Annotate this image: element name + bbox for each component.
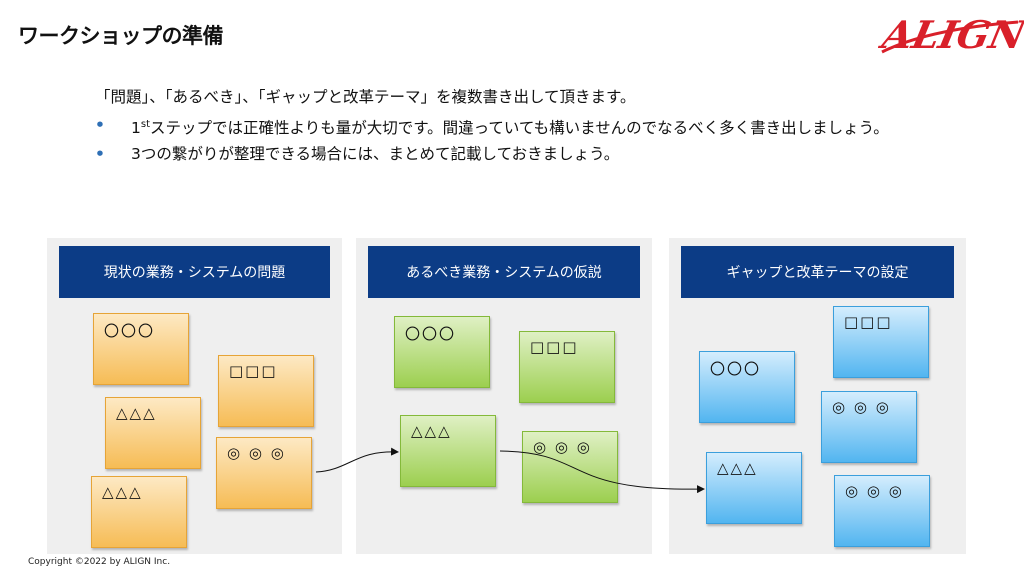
bullet-dot-icon: • (95, 116, 105, 134)
sticky-note[interactable]: 〇〇〇 (699, 351, 795, 423)
bullet-item: • 3つの繋がりが整理できる場合には、まとめて記載しておきましょう。 (95, 141, 889, 167)
sticky-note[interactable]: △△△ (706, 452, 802, 524)
sticky-note[interactable]: □□□ (833, 306, 929, 378)
sticky-note[interactable]: □□□ (218, 355, 314, 427)
align-logo: ALIGN (878, 13, 1024, 58)
bullet-item: • 1stステップでは正確性よりも量が大切です。間違っていても構いませんのでなる… (95, 112, 889, 141)
svg-text:ALIGN: ALIGN (878, 13, 1024, 58)
sticky-note[interactable]: ◎ ◎ ◎ (216, 437, 312, 509)
sticky-note[interactable]: △△△ (105, 397, 201, 469)
panel-header: あるべき業務・システムの仮説 (368, 246, 640, 298)
sticky-note[interactable]: 〇〇〇 (93, 313, 189, 385)
copyright-text: Copyright ©2022 by ALIGN Inc. (28, 557, 171, 567)
page-title: ワークショップの準備 (18, 24, 224, 48)
sticky-note[interactable]: □□□ (519, 331, 615, 403)
panel-header: 現状の業務・システムの問題 (59, 246, 330, 298)
sticky-note[interactable]: △△△ (91, 476, 187, 548)
intro-text: 「問題」、「あるべき」、「ギャップと改革テーマ」を複数書き出して頂きます。 (95, 88, 636, 106)
sticky-note[interactable]: 〇〇〇 (394, 316, 490, 388)
bullet-list: • 1stステップでは正確性よりも量が大切です。間違っていても構いませんのでなる… (95, 112, 889, 167)
sticky-note[interactable]: ◎ ◎ ◎ (821, 391, 917, 463)
sticky-note[interactable]: △△△ (400, 415, 496, 487)
sticky-note[interactable]: ◎ ◎ ◎ (834, 475, 930, 547)
sticky-note[interactable]: ◎ ◎ ◎ (522, 431, 618, 503)
panel-header: ギャップと改革テーマの設定 (681, 246, 954, 298)
bullet-dot-icon: • (95, 145, 105, 164)
